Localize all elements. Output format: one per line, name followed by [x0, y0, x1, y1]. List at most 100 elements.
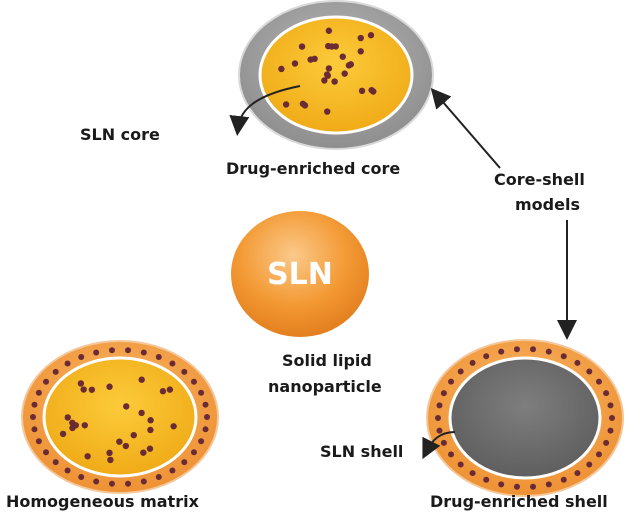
drug-dot — [130, 431, 137, 439]
homogeneous-matrix-particle — [21, 340, 219, 494]
drug-dot — [123, 403, 130, 410]
drug-dot — [357, 48, 364, 55]
drug-dot — [166, 386, 174, 393]
drug-dot — [498, 348, 505, 355]
drug-dot — [43, 449, 50, 456]
drug-dot — [323, 108, 331, 115]
core-shell-label-line2: models — [515, 195, 580, 214]
drug-dot — [170, 423, 177, 430]
drug-dot — [545, 481, 552, 488]
drug-dot — [80, 386, 87, 393]
drug-dot — [64, 467, 71, 474]
drug-dot — [436, 427, 443, 434]
drug-dot — [469, 359, 476, 366]
drug-dot — [323, 71, 331, 78]
sln-shell-label: SLN shell — [320, 442, 403, 461]
drug-dot — [125, 347, 132, 354]
drug-dot — [530, 346, 537, 353]
drug-dot — [107, 456, 114, 464]
drug-dots-ring-left — [30, 347, 210, 487]
drug-dots-ring-right — [435, 346, 615, 490]
drug-dot — [190, 449, 197, 456]
drug-dot — [138, 409, 145, 417]
drug-dot — [347, 61, 355, 68]
drug-dot — [202, 426, 209, 433]
drug-dot — [140, 349, 147, 356]
drug-dot — [278, 65, 285, 73]
drug-dot — [52, 368, 59, 375]
drug-dot — [440, 439, 447, 446]
drug-dot — [448, 451, 455, 458]
drug-dot — [299, 100, 307, 107]
drug-dot — [31, 401, 38, 408]
drug-dot — [513, 483, 520, 490]
drug-dot — [81, 422, 88, 429]
drug-dot — [78, 473, 85, 480]
solid-lipid-label-line1: Solid lipid — [282, 351, 372, 370]
drug-dot — [469, 470, 476, 477]
drug-dot — [108, 480, 115, 487]
drug-dot — [368, 86, 375, 94]
drug-dot — [84, 453, 91, 460]
drug-dot — [603, 390, 610, 397]
drug-dot — [169, 360, 176, 367]
drug-dot — [31, 426, 38, 433]
drug-dot — [35, 389, 42, 396]
drug-dot — [198, 438, 205, 445]
homogeneous-matrix-label: Homogeneous matrix — [6, 492, 200, 511]
drug-dot — [513, 346, 520, 353]
drug-dot — [59, 430, 67, 438]
drug-dot — [574, 359, 581, 366]
drug-dot — [30, 414, 36, 420]
drug-dot — [140, 478, 147, 485]
sln-core-label: SLN core — [80, 125, 160, 144]
drug-dot — [78, 354, 85, 361]
drug-dot — [574, 470, 581, 477]
arrow-to-top-particle — [430, 87, 501, 169]
drug-dot — [106, 383, 113, 390]
drug-dots-core-left — [59, 376, 177, 464]
drug-dot — [603, 439, 610, 446]
drug-dot — [155, 354, 162, 361]
drug-dot — [325, 27, 333, 34]
drug-dot — [202, 401, 209, 408]
drug-dot — [282, 101, 290, 108]
drug-dot — [331, 78, 338, 85]
drug-enriched-core-label: Drug-enriched core — [226, 159, 400, 178]
drug-enriched-core-particle — [238, 0, 434, 150]
drug-dot — [607, 402, 614, 409]
drug-dot — [190, 378, 197, 385]
drug-dot — [607, 427, 614, 434]
drug-dot — [64, 414, 71, 421]
drug-dot — [586, 461, 593, 468]
drug-dot — [357, 34, 364, 42]
drug-dot — [181, 459, 188, 466]
drug-dot — [35, 438, 42, 445]
drug-dot — [72, 422, 80, 429]
drug-dot — [155, 473, 162, 480]
sln-center-label: SLN — [267, 257, 333, 292]
drug-enriched-shell-label: Drug-enriched shell — [430, 492, 608, 511]
drug-dot — [198, 389, 205, 396]
drug-dot — [147, 417, 154, 424]
drug-dot — [483, 476, 490, 483]
drug-dot — [43, 378, 50, 385]
drug-dot — [181, 368, 188, 375]
drug-dot — [530, 483, 537, 490]
drug-dot — [595, 451, 602, 458]
drug-dots-core — [278, 27, 377, 115]
drug-dot — [125, 480, 132, 487]
drug-dot — [52, 459, 59, 466]
drug-dot — [116, 438, 123, 445]
drug-dot — [358, 87, 366, 95]
drug-dot — [595, 378, 602, 385]
drug-dot — [435, 415, 441, 421]
drug-dot — [108, 347, 115, 354]
drug-dot — [367, 32, 375, 39]
drug-enriched-shell-particle — [426, 339, 624, 497]
drug-dot — [586, 368, 593, 375]
solid-lipid-label-line2: nanoparticle — [268, 377, 382, 396]
drug-dot — [339, 53, 346, 60]
drug-dot — [159, 388, 167, 395]
